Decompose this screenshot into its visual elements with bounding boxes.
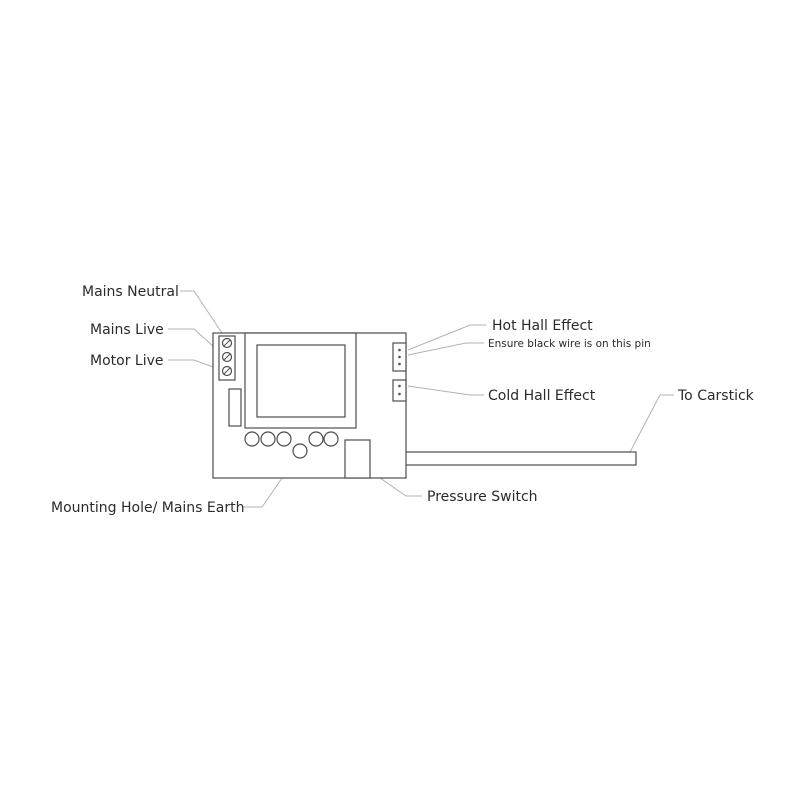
label-mounting-hole: Mounting Hole/ Mains Earth <box>51 500 244 516</box>
label-mains-neutral: Mains Neutral <box>82 284 179 300</box>
label-ensure-black-wire: Ensure black wire is on this pin <box>488 338 651 350</box>
hot-hall-connector <box>392 342 407 372</box>
pcb-board <box>212 332 407 479</box>
pressure-switch <box>344 439 371 479</box>
leader-hot-hall-effect <box>407 324 486 351</box>
label-pressure-switch: Pressure Switch <box>427 489 538 505</box>
leader-cold-hall-effect <box>407 385 484 396</box>
terminal-screw-neutral <box>221 337 233 349</box>
mounting-hole <box>292 443 308 459</box>
cold-hall-connector <box>392 379 407 402</box>
label-to-carstick: To Carstick <box>677 388 755 404</box>
button-5 <box>323 431 339 447</box>
button-1 <box>244 431 260 447</box>
labels: Mains Neutral Mains Live Motor Live Hot … <box>51 284 755 516</box>
carstick-tube <box>369 451 637 466</box>
display-screen <box>256 344 346 418</box>
board-component <box>228 388 242 427</box>
button-3 <box>276 431 292 447</box>
label-motor-live: Motor Live <box>90 353 164 369</box>
terminal-screw-live <box>221 351 233 363</box>
label-hot-hall-effect: Hot Hall Effect <box>492 318 593 334</box>
leader-ensure-black-wire <box>407 342 484 356</box>
button-4 <box>308 431 324 447</box>
terminal-screw-motor <box>221 365 233 377</box>
leader-to-carstick <box>629 394 674 453</box>
label-cold-hall-effect: Cold Hall Effect <box>488 388 596 404</box>
button-2 <box>260 431 276 447</box>
label-mains-live: Mains Live <box>90 322 164 338</box>
leader-mains-neutral <box>180 290 229 343</box>
